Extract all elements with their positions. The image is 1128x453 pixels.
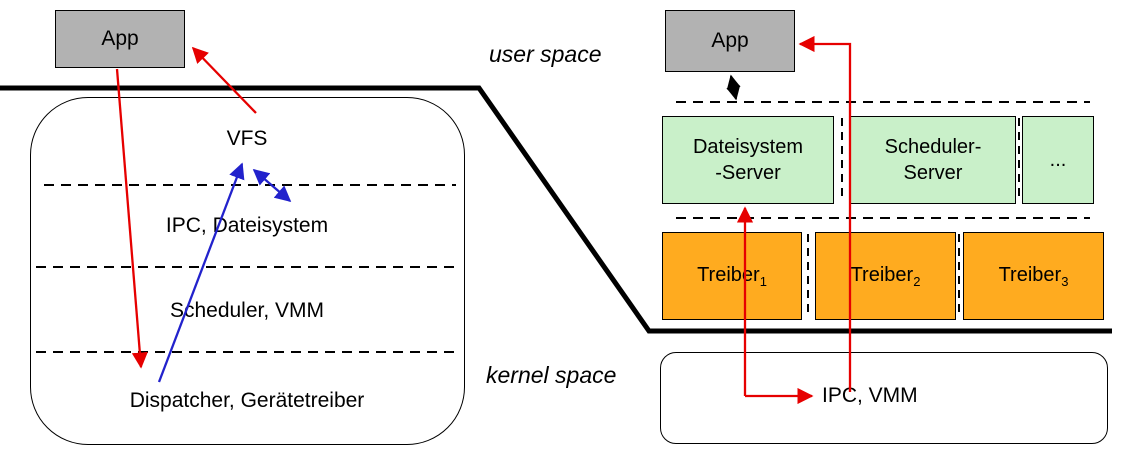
server-scheduler-line2: Server: [903, 162, 963, 184]
microkernel-kernel-label: IPC, VMM: [822, 384, 918, 407]
driver-treiber2-label: Treiber2: [850, 263, 921, 289]
user-space-label: user space: [489, 41, 602, 67]
kernel-space-label: kernel space: [486, 362, 617, 388]
server-box-ellipsis: ...: [1022, 116, 1094, 204]
driver-treiber3-label: Treiber3: [998, 263, 1069, 289]
server-box-scheduler: Scheduler- Server: [850, 116, 1016, 204]
server-dateisystem-line2: -Server: [715, 162, 781, 184]
microkernel-app-label: App: [711, 29, 749, 52]
monolith-module-vfs: VFS: [226, 127, 268, 150]
driver-box-treiber2: Treiber2: [815, 232, 956, 320]
driver-box-treiber1: Treiber1: [662, 232, 802, 320]
server-dateisystem-line1: Dateisystem: [692, 136, 804, 158]
monolith-module-ipc-dateisystem: IPC, Dateisystem: [165, 214, 329, 237]
monolith-app-box: App: [55, 10, 185, 68]
server-box-dateisystem: Dateisystem -Server: [662, 116, 834, 204]
arrow-app-interface-double-black: [726, 74, 741, 101]
monolith-app-label: App: [101, 27, 139, 50]
microkernel-app-box: App: [665, 10, 795, 72]
monolith-module-dispatcher-geraetetreiber: Dispatcher, Gerätetreiber: [129, 389, 365, 412]
driver-box-treiber3: Treiber3: [963, 232, 1104, 320]
server-scheduler-line1: Scheduler-: [884, 136, 982, 158]
arrow-kernel-to-app-red: [798, 35, 852, 392]
server-ellipsis-label: ...: [1049, 149, 1067, 171]
microkernel-kernel-box: [660, 352, 1108, 444]
monolith-module-scheduler-vmm: Scheduler, VMM: [169, 299, 325, 322]
driver-treiber1-label: Treiber1: [697, 263, 767, 289]
